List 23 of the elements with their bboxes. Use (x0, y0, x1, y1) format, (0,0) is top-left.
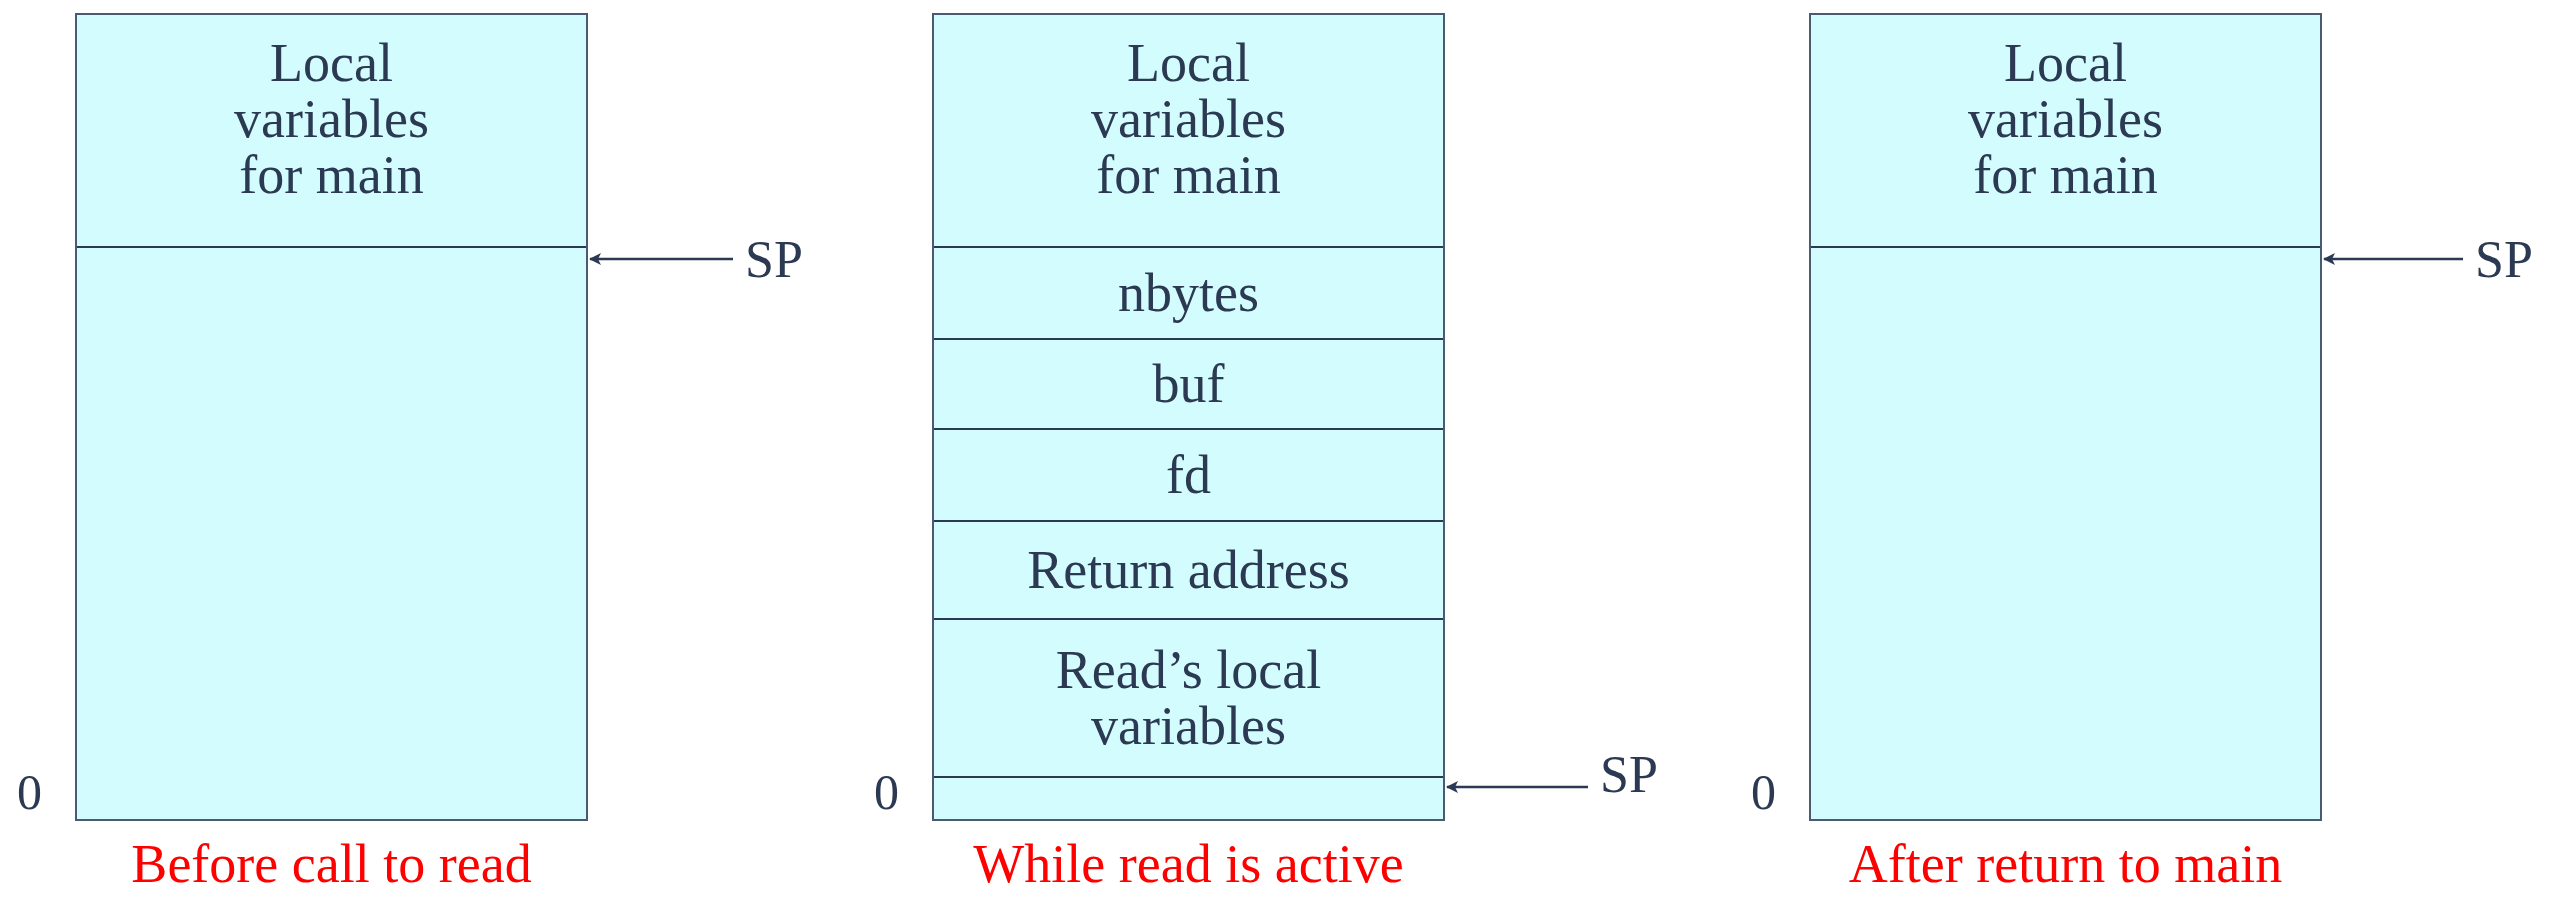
address-label: 0 (1751, 763, 1776, 821)
stack-slot: Local variables for main (77, 13, 586, 248)
stack-frame-box (75, 13, 588, 821)
arrow (589, 253, 733, 265)
pointer-label: SP (2475, 230, 2533, 289)
frame-label: While read is active (972, 833, 1405, 895)
frame-label: Before call to read (130, 833, 533, 895)
address-label: 0 (17, 763, 42, 821)
stack-slot: Local variables for main (1811, 13, 2320, 248)
stack-slot: buf (934, 340, 1443, 430)
stack-slot: nbytes (934, 248, 1443, 340)
stack-slot: fd (934, 430, 1443, 522)
stack-slot: Local variables for main (934, 13, 1443, 248)
stack-slot: Read’s local variables (934, 620, 1443, 778)
arrow (1446, 781, 1588, 793)
pointer-label: SP (1600, 745, 1658, 804)
pointer-label: SP (745, 230, 803, 289)
frame-label: After return to main (1847, 833, 2284, 895)
stack-frame-box (932, 13, 1445, 821)
arrow (2323, 253, 2463, 265)
stack-frame-box (1809, 13, 2322, 821)
stack-slot: Return address (934, 522, 1443, 620)
address-label: 0 (874, 763, 899, 821)
